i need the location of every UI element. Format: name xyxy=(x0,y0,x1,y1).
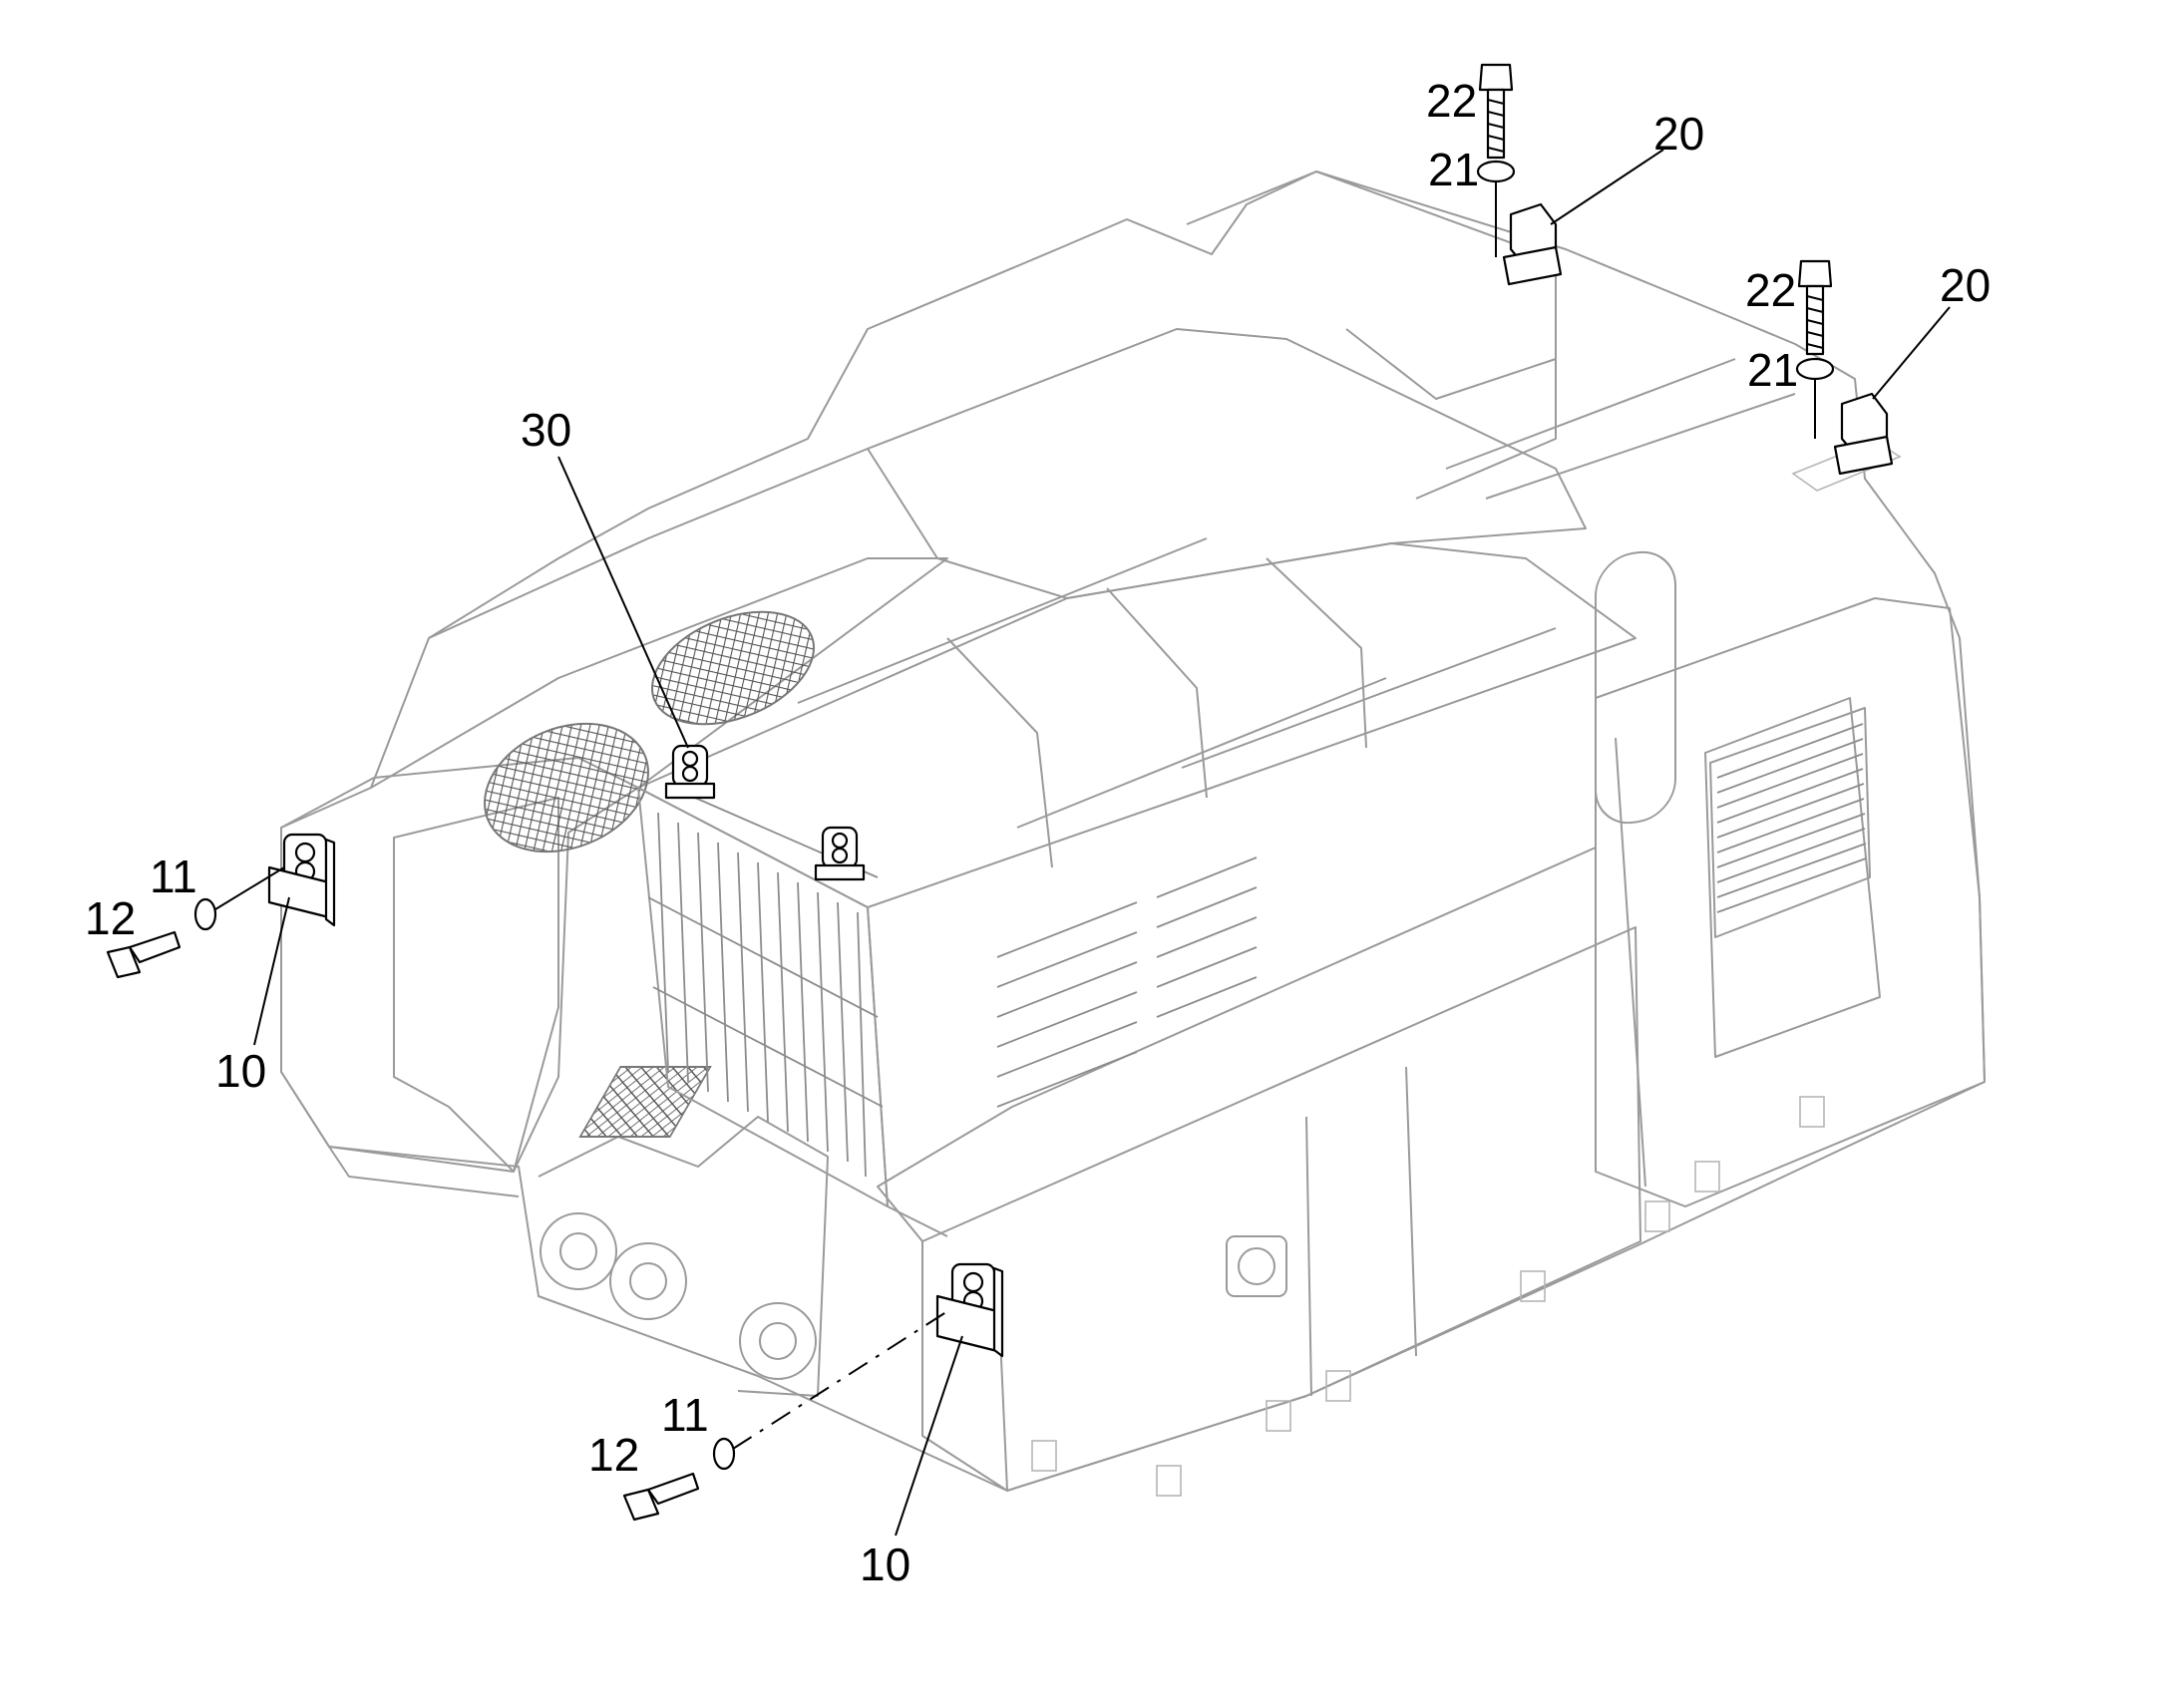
part-12-bolt-left xyxy=(106,930,182,979)
side-pads xyxy=(1031,1096,1825,1497)
callout-20-top: 20 xyxy=(1653,108,1704,160)
motor-unit xyxy=(1226,1235,1287,1297)
callout-30: 30 xyxy=(521,404,571,456)
center-louvres xyxy=(996,856,1258,1108)
callout-12-front: 12 xyxy=(588,1429,639,1481)
part-20-bracket-a xyxy=(1502,202,1563,286)
machine-body xyxy=(280,171,1986,1497)
callout-22-right: 22 xyxy=(1745,264,1796,316)
right-louvre-panel xyxy=(1709,707,1871,938)
callout-10-left: 10 xyxy=(215,1045,266,1097)
boom-mounting-lugs xyxy=(538,1116,829,1397)
callout-11-front: 11 xyxy=(661,1389,709,1441)
leader-lines xyxy=(214,149,1951,1537)
part-30-lifting-eye-b xyxy=(814,826,866,881)
callout-22-top: 22 xyxy=(1426,75,1477,127)
floor-grate xyxy=(578,1066,712,1138)
callout-10-front: 10 xyxy=(860,1538,910,1590)
part-11-washer-front xyxy=(712,1437,736,1471)
callout-21-top: 21 xyxy=(1428,144,1479,195)
callout-21-right: 21 xyxy=(1747,344,1798,396)
part-21-washer-b xyxy=(1795,357,1835,381)
part-20-bracket-b xyxy=(1791,392,1902,492)
part-21-washer-a xyxy=(1476,160,1516,183)
callout-20-right: 20 xyxy=(1940,259,1991,311)
part-22-bolt-b xyxy=(1797,259,1833,356)
callout-11-left: 11 xyxy=(150,851,197,902)
part-10-bracket-front xyxy=(935,1262,1004,1358)
part-22-bolt-a xyxy=(1478,63,1514,160)
part-30-lifting-eye-a xyxy=(664,744,716,800)
radiator-grille xyxy=(637,787,889,1207)
part-11-washer-left xyxy=(193,897,217,931)
part-10-bracket-left xyxy=(267,833,336,927)
part-12-bolt-front xyxy=(622,1472,700,1522)
fan-mesh-center xyxy=(650,610,816,726)
callout-12-left: 12 xyxy=(85,892,136,944)
fan-mesh-left xyxy=(484,722,649,854)
